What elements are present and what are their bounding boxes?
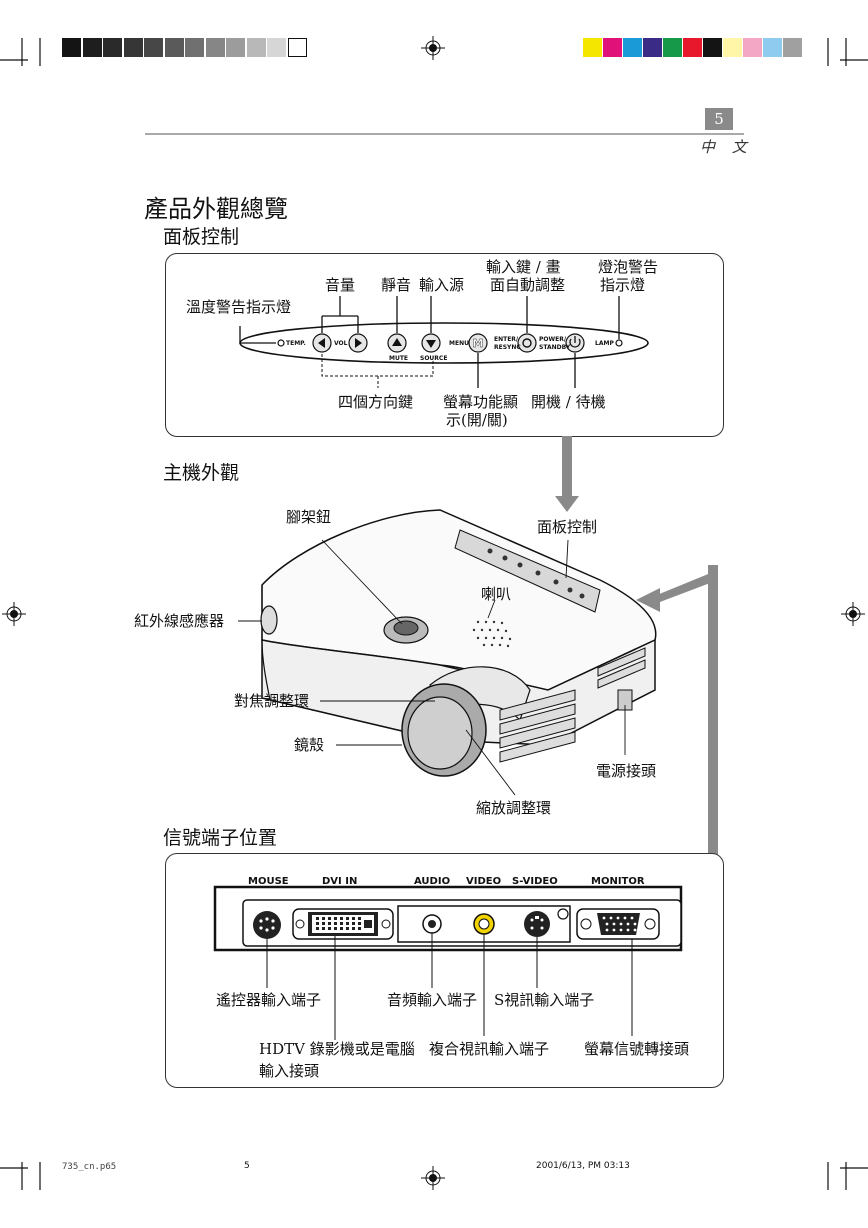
menu-label-line2: 示(開/關) xyxy=(446,411,508,429)
gray-swatch xyxy=(287,38,307,57)
footer-filename: 735_cn.p65 xyxy=(62,1162,117,1172)
audio-input-label: 音頻輸入端子 xyxy=(387,991,478,1009)
registration-mark-top xyxy=(421,36,445,60)
registration-mark-left xyxy=(2,602,26,626)
color-swatch xyxy=(743,38,762,57)
svideo-port-label: S-VIDEO xyxy=(512,876,558,887)
terminal-heading: 信號端子位置 xyxy=(163,827,278,849)
foot-button-label: 腳架鈕 xyxy=(286,508,332,526)
source-button-label: SOURCE xyxy=(420,355,448,362)
lens-cap-label: 鏡殼 xyxy=(294,736,325,754)
ir-sensor-label: 紅外線感應器 xyxy=(134,612,225,630)
lamp-button-label: LAMP xyxy=(595,340,614,347)
hdtv-input-label-line1: HDTV 錄影機或是電腦 xyxy=(259,1040,415,1058)
top-control-panel-label: 面板控制 xyxy=(537,518,598,536)
enter-label-line1: 輸入鍵 / 畫 xyxy=(486,258,561,276)
zoom-ring-label: 縮放調整環 xyxy=(476,799,552,817)
page-number-box: 5 xyxy=(705,108,733,130)
audio-port-label: AUDIO xyxy=(414,876,451,887)
color-swatch xyxy=(703,38,722,57)
mute-label: 靜音 xyxy=(381,276,412,294)
color-swatch xyxy=(583,38,602,57)
vol-button-label: VOL xyxy=(334,340,348,347)
gray-swatch xyxy=(164,38,184,57)
color-swatch xyxy=(603,38,622,57)
monitor-port-label: MONITOR xyxy=(591,876,645,887)
gray-swatch xyxy=(226,38,245,57)
color-swatch xyxy=(683,38,702,57)
color-swatch xyxy=(663,38,682,57)
gray-swatch xyxy=(144,38,163,57)
video-port-label: VIDEO xyxy=(466,876,502,887)
enter-label-line2: 面自動調整 xyxy=(490,276,566,294)
svg-text:M: M xyxy=(473,337,484,350)
power-button-label-2: STANDBY xyxy=(539,344,571,351)
lamp-label-line1: 燈泡警告 xyxy=(598,258,659,276)
main-heading: 主機外觀 xyxy=(163,462,240,484)
gray-swatch xyxy=(205,38,225,57)
language-label: 中 文 xyxy=(700,138,753,156)
page-title: 產品外觀總覽 xyxy=(144,195,288,223)
enter-button-label-1: ENTER/ xyxy=(494,336,519,343)
speaker-label: 喇叭 xyxy=(481,585,512,603)
source-label: 輸入源 xyxy=(419,276,465,294)
color-swatch xyxy=(623,38,642,57)
volume-label: 音量 xyxy=(325,276,356,294)
footer-timestamp: 2001/6/13, PM 03:13 xyxy=(536,1161,630,1171)
page-number: 5 xyxy=(714,110,724,128)
svideo-input-label: S視訊輸入端子 xyxy=(494,991,595,1009)
dvi-port-label: DVI IN xyxy=(322,876,358,887)
registration-mark-bottom xyxy=(421,1166,445,1190)
color-swatch xyxy=(723,38,742,57)
temp-indicator-label: 溫度警告指示燈 xyxy=(186,298,292,316)
composite-input-label: 複合視訊輸入端子 xyxy=(429,1040,550,1058)
mouse-port-label: MOUSE xyxy=(248,876,289,887)
gray-swatch xyxy=(267,38,286,57)
hdtv-input-label-line2: 輸入接頭 xyxy=(259,1062,320,1080)
power-label: 開機 / 待機 xyxy=(531,393,606,411)
remote-input-label: 遙控器輸入端子 xyxy=(216,991,322,1009)
gray-swatch xyxy=(246,38,266,57)
monitor-out-label: 螢幕信號轉接頭 xyxy=(584,1040,690,1058)
power-socket-label: 電源接頭 xyxy=(596,762,657,780)
focus-ring-label: 對焦調整環 xyxy=(234,692,310,710)
gray-swatch xyxy=(185,38,204,57)
panel-heading: 面板控制 xyxy=(163,226,240,248)
footer-page: 5 xyxy=(244,1161,250,1171)
temp-button-label: TEMP. xyxy=(286,340,306,347)
gray-swatch xyxy=(123,38,143,57)
menu-label-line1: 螢幕功能顯 xyxy=(443,393,519,411)
registration-mark-right xyxy=(841,602,865,626)
gray-swatch xyxy=(103,38,122,57)
color-swatch xyxy=(783,38,802,57)
gray-swatch xyxy=(62,38,81,57)
menu-button-label: MENU xyxy=(449,340,469,347)
lamp-label-line2: 指示燈 xyxy=(600,276,646,294)
color-swatch xyxy=(763,38,782,57)
mute-button-label: MUTE xyxy=(389,355,409,362)
enter-button-label-2: RESYNC xyxy=(494,344,521,351)
color-swatch xyxy=(643,38,662,57)
power-button-label-1: POWER/ xyxy=(539,336,567,343)
four-direction-label: 四個方向鍵 xyxy=(338,393,414,411)
gray-swatch xyxy=(82,38,102,57)
